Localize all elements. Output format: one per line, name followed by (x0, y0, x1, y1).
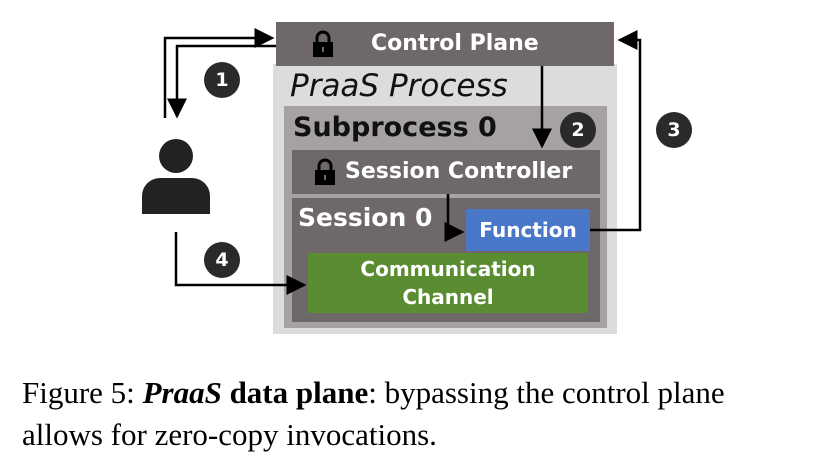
function-box: Function (466, 209, 590, 251)
session-controller-label: Session Controller (345, 159, 573, 184)
subprocess-title: Subprocess 0 (293, 112, 497, 143)
step-badge-2: 2 (560, 112, 596, 148)
caption-system-name: PraaS (142, 375, 222, 410)
channel-label-line2: Channel (402, 285, 494, 309)
arrow-control-plane-to-user (167, 44, 276, 119)
caption-line2: allows for zero-copy invocations. (22, 417, 437, 452)
arrow-user-to-channel (174, 232, 307, 295)
caption-bold-text: data plane (221, 375, 369, 410)
step-badge-3: 3 (656, 112, 692, 148)
figure-caption: Figure 5: PraaS data plane: bypassing th… (22, 372, 822, 456)
communication-channel-box: Communication Channel (308, 253, 588, 313)
arrow-session-controller-to-function (444, 194, 465, 242)
arrow-user-to-control-plane (163, 28, 275, 118)
praas-process-title: PraaS Process (290, 68, 508, 104)
user-icon (142, 139, 210, 214)
lock-icon (315, 158, 335, 185)
control-plane-label: Control Plane (371, 31, 539, 56)
step-badge-4: 4 (204, 242, 240, 278)
caption-text: : bypassing the control plane (368, 375, 725, 410)
session-title: Session 0 (298, 203, 433, 232)
arrows-layer (163, 28, 642, 295)
caption-prefix: Figure 5: (22, 375, 143, 410)
control-plane-box: Control Plane (276, 22, 614, 66)
step-badge-1: 1 (204, 62, 240, 98)
arrow-function-to-control-plane (590, 30, 642, 232)
channel-label-line1: Communication (360, 257, 536, 281)
lock-icon (313, 30, 333, 57)
session-controller-box (292, 150, 600, 194)
